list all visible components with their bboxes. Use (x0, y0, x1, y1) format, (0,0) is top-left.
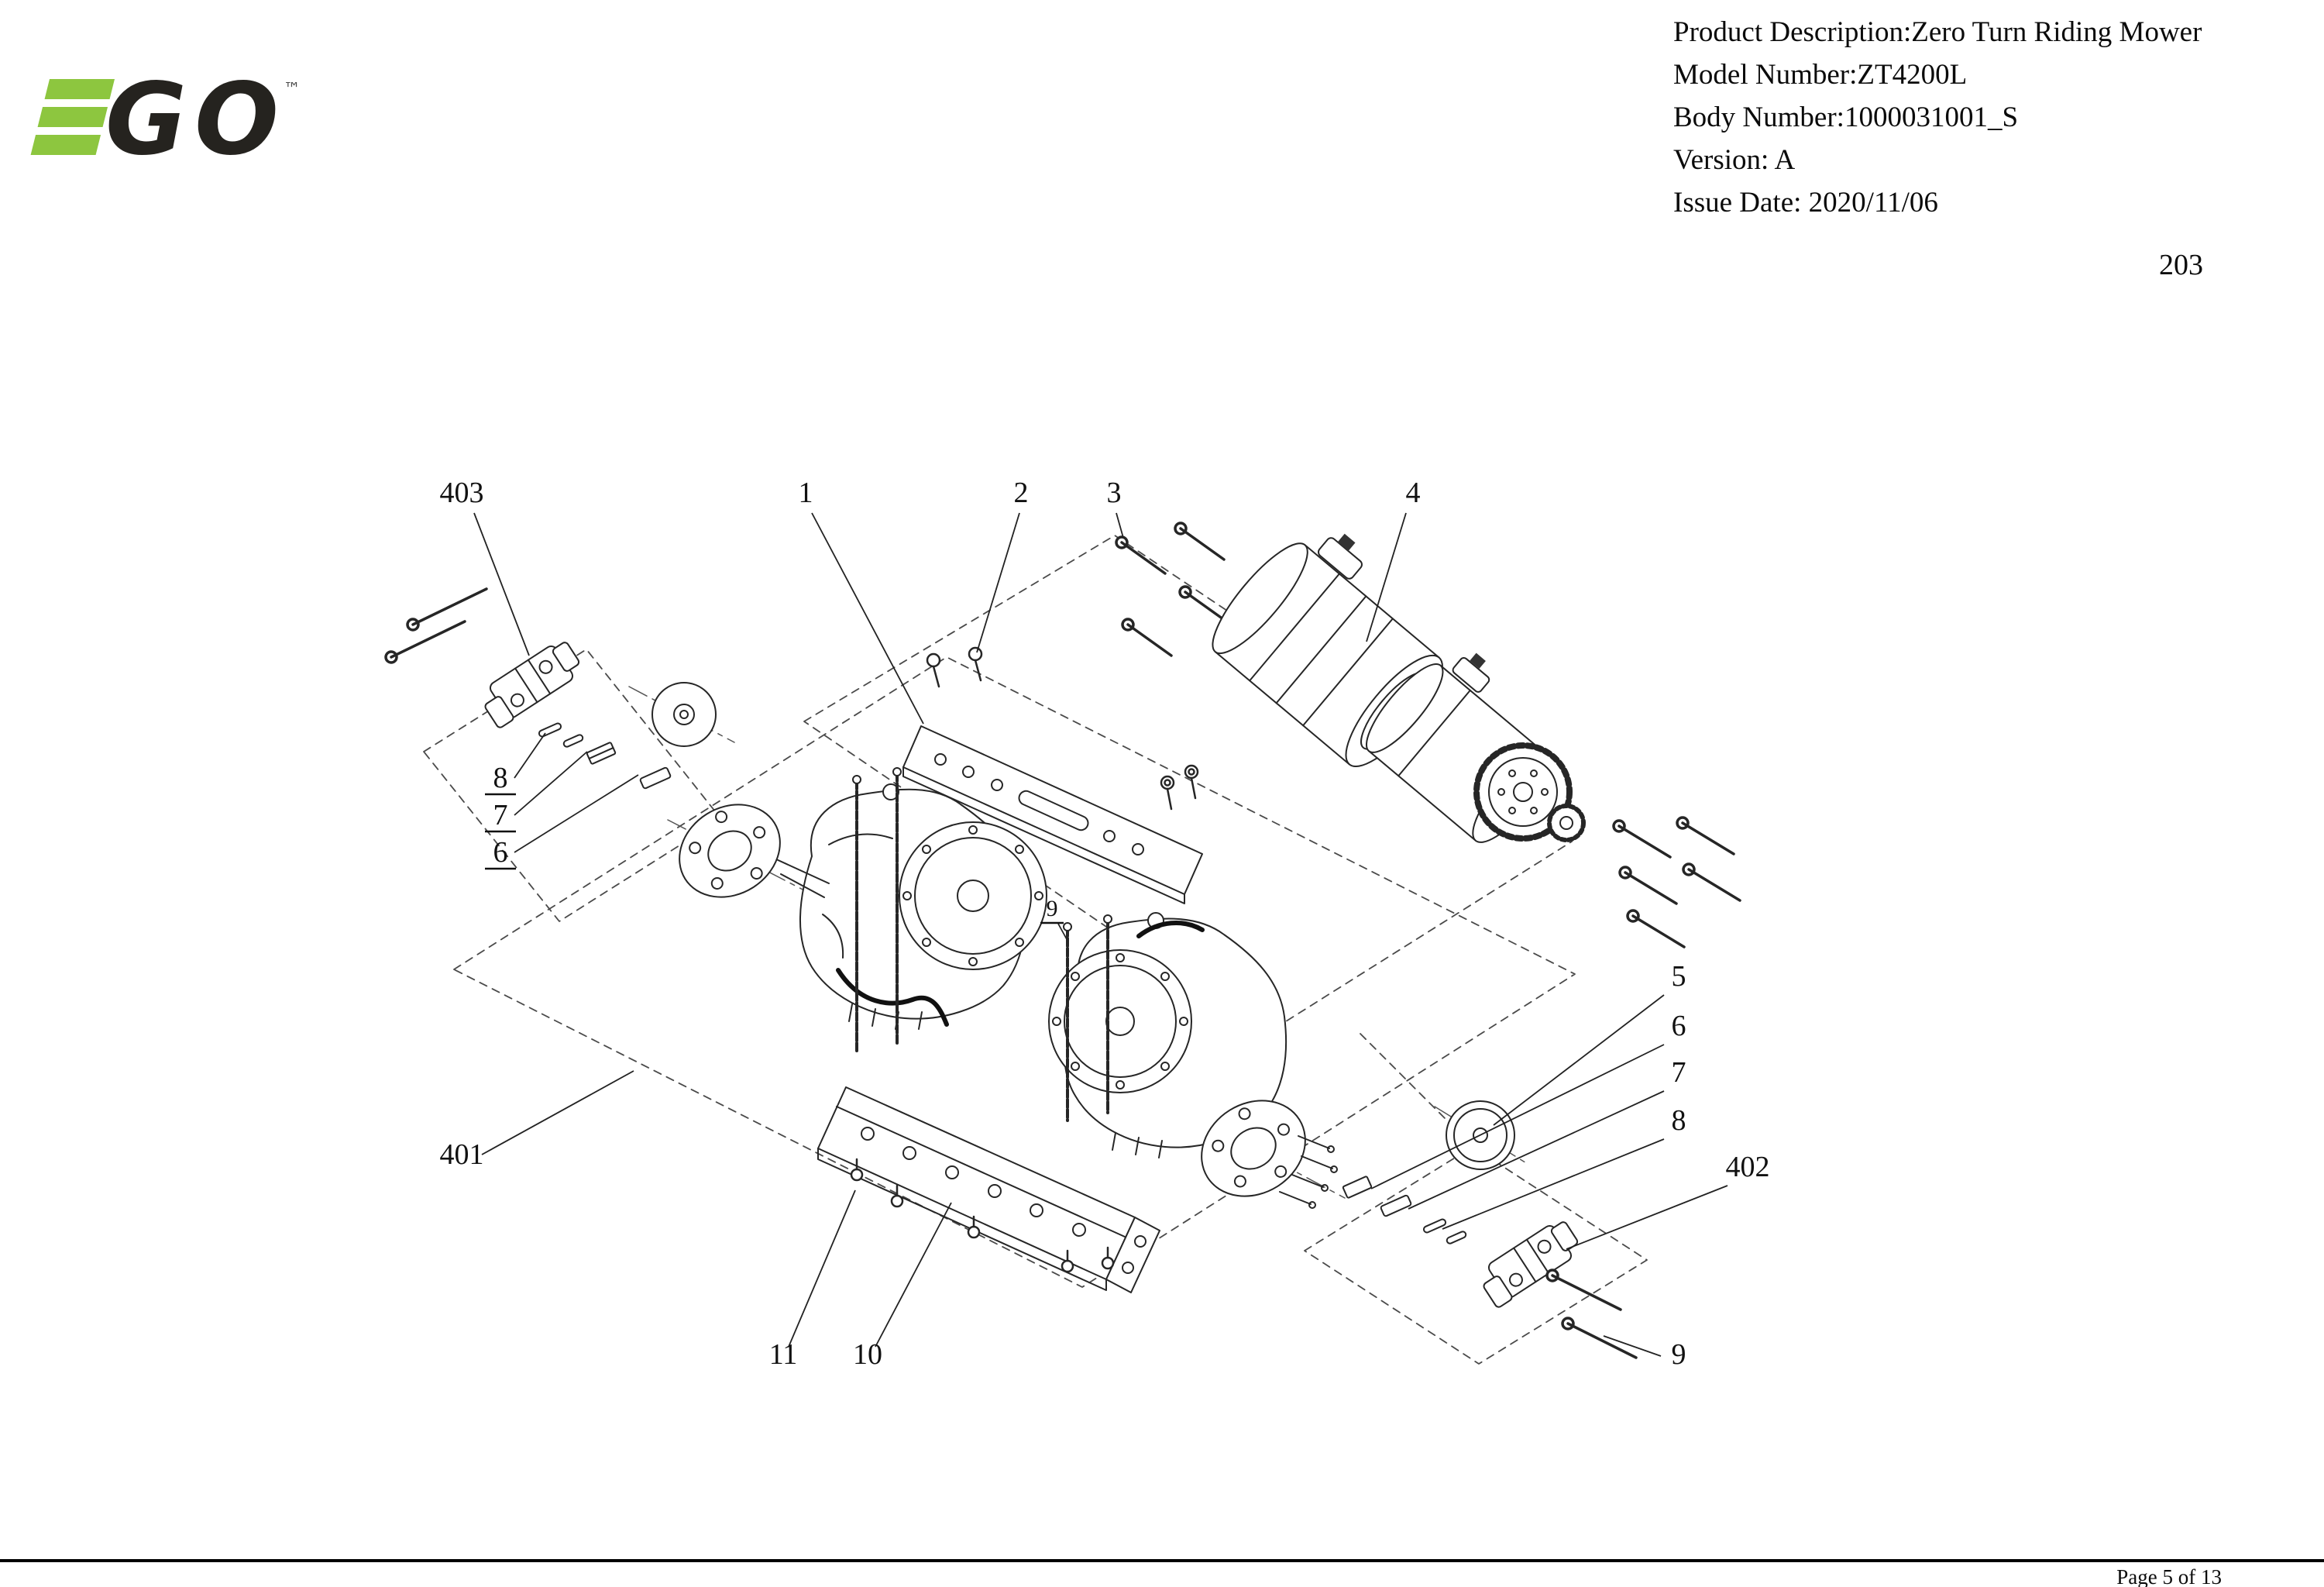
header-issue-date: Issue Date: 2020/11/06 (1673, 187, 1938, 219)
part-lower-mounting-plate-10 (817, 1086, 1160, 1293)
part-screws-9-bottom (1545, 1269, 1638, 1359)
callout-2: 2 (1014, 477, 1029, 509)
callout-4: 4 (1406, 477, 1421, 509)
callout-6: 6 (493, 836, 508, 869)
part-upper-mounting-plate-1 (902, 725, 1203, 904)
callout-8: 8 (493, 762, 508, 794)
callout-leader-403 (473, 512, 530, 656)
part-pins-8-left (538, 722, 584, 748)
callout-leader-402 (1566, 1185, 1728, 1250)
page-number: 203 (2159, 249, 2203, 281)
part-bracket-402 (1483, 1221, 1579, 1308)
logo-e-bars (30, 79, 115, 155)
part-wire-harness-right (1136, 921, 1205, 938)
callout-11: 11 (769, 1338, 798, 1371)
part-motor-gear-assembly (1365, 652, 1586, 843)
part-screws-403 (384, 587, 488, 664)
part-screws-3 (1115, 522, 1230, 657)
part-small-parts-402 (1342, 1176, 1467, 1244)
callout-9: 9 (1672, 1338, 1686, 1371)
part-right-wheel-hub (1201, 1100, 1338, 1209)
part-plate-bolts-11 (850, 1158, 1115, 1273)
part-bracket-403 (484, 642, 580, 728)
part-right-transaxle (1048, 912, 1287, 1158)
part-hex-bolts-2 (926, 646, 1199, 811)
part-left-transaxle (774, 783, 1047, 1030)
callout-403: 403 (440, 477, 484, 509)
part-screws-right-group (1612, 816, 1741, 948)
callout-leader-8 (514, 732, 546, 779)
callout-402: 402 (1726, 1151, 1770, 1183)
callout-10: 10 (853, 1338, 882, 1371)
part-cap-disc-left (651, 682, 717, 747)
logo-go-text: GO (105, 73, 287, 163)
page-footer: Page 5 of 13 (2116, 1565, 2222, 1587)
callout-leader-4 (1366, 512, 1407, 642)
header-body-number: Body Number:1000031001_S (1673, 102, 2019, 133)
callout-leader-7 (1408, 1090, 1665, 1210)
callout-leader-9 (1057, 923, 1067, 940)
callout-7: 7 (1672, 1056, 1686, 1089)
footer-divider (0, 1559, 2324, 1562)
header-version: Version: A (1673, 144, 1796, 176)
callout-6: 6 (1672, 1010, 1686, 1042)
callout-leader-7 (514, 751, 588, 816)
part-spacer-7-left (586, 742, 617, 765)
header-model-number: Model Number:ZT4200L (1673, 59, 1968, 91)
ego-logo: GO ™ (22, 62, 355, 177)
callout-1: 1 (799, 477, 813, 509)
callout-layer: 403 1 2 3 4 8 7 6 9 5 6 7 8 402 9 401 11 10 (440, 477, 1770, 1371)
callout-7: 7 (493, 799, 508, 831)
callout-3: 3 (1107, 477, 1122, 509)
callout-5: 5 (1672, 960, 1686, 993)
callout-leader-9 (1603, 1335, 1662, 1357)
callout-leader-3 (1116, 512, 1124, 539)
callout-leader-5 (1493, 994, 1665, 1126)
part-key-6-left (639, 766, 672, 790)
callout-9: 9 (1047, 896, 1058, 921)
header-product-description: Product Description:Zero Turn Riding Mow… (1673, 16, 2202, 48)
document-header: Product Description:Zero Turn Riding Mow… (1673, 11, 2202, 224)
part-threaded-rods-9 (855, 772, 1109, 1122)
callout-leader-6 (1370, 1044, 1665, 1189)
logo-tm-mark: ™ (284, 80, 301, 99)
callout-leader-10 (875, 1202, 952, 1348)
callout-401: 401 (440, 1138, 484, 1171)
callout-leader-8 (1442, 1138, 1665, 1230)
callout-leader-6 (514, 774, 639, 853)
callout-8: 8 (1672, 1104, 1686, 1137)
part-threaded-rod-caps (852, 767, 1112, 931)
callout-leader-2 (976, 512, 1020, 653)
callout-leader-401 (481, 1070, 634, 1155)
callout-leader-1 (811, 512, 924, 725)
ego-logo-svg: GO ™ (30, 62, 301, 177)
callout-leader-11 (788, 1189, 856, 1348)
part-left-wheel-hub (679, 804, 781, 898)
